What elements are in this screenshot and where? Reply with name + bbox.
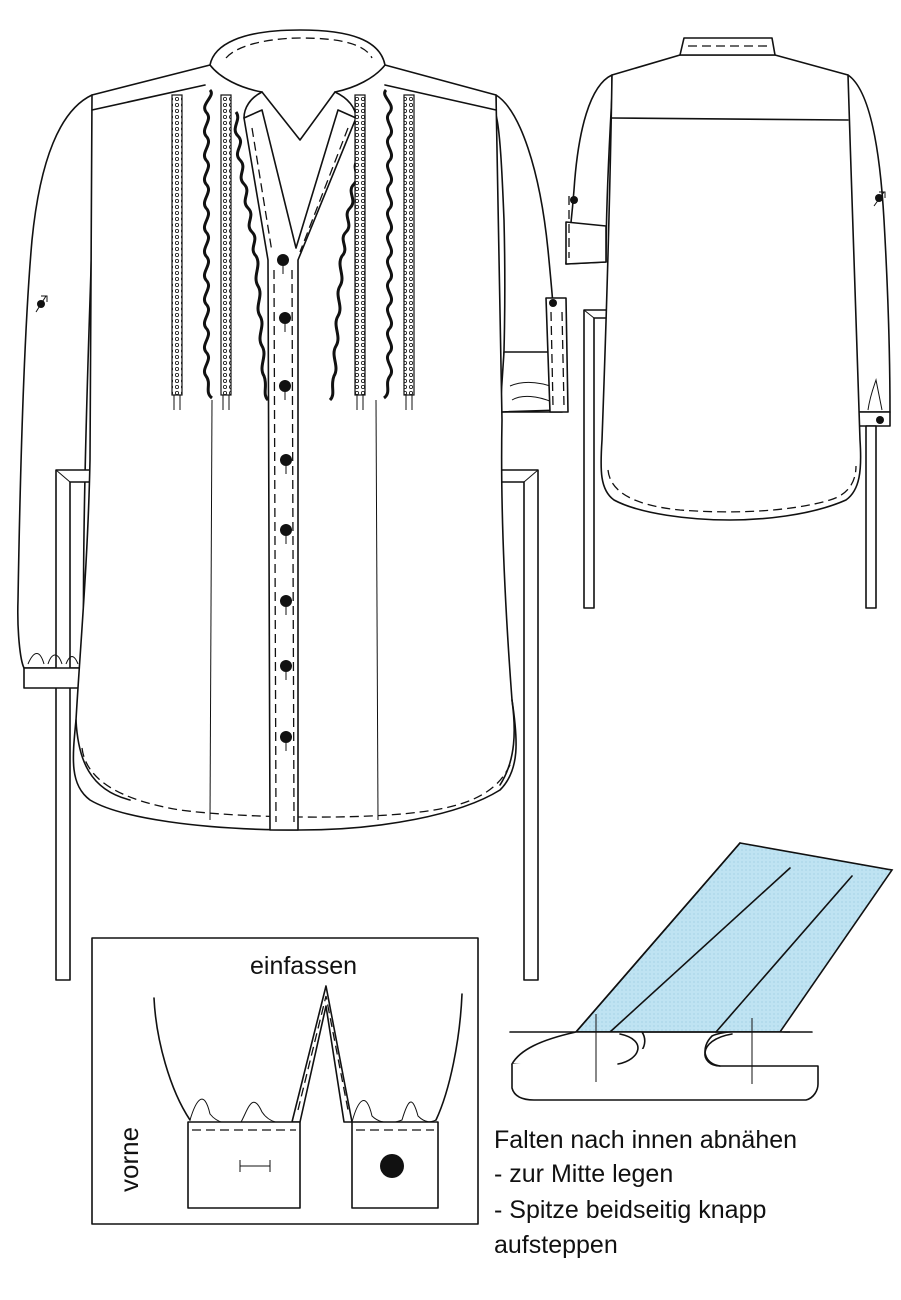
left-inner-ruffle — [233, 111, 270, 402]
cuff-left — [187, 1121, 301, 1209]
back-collar — [679, 37, 776, 56]
back-view — [565, 37, 891, 609]
button — [280, 454, 292, 466]
front-label: vorne — [114, 1127, 144, 1192]
front-view — [17, 29, 569, 981]
instruction-line-3: - Spitze beidseitig knapp — [494, 1196, 766, 1224]
button — [280, 595, 292, 607]
buttonhole-marker — [239, 1160, 271, 1172]
pleat-fabric — [511, 1031, 819, 1101]
lace-strip-4 — [403, 94, 415, 396]
front-placket — [243, 109, 357, 831]
back-left-rolled-cuff — [565, 221, 607, 265]
bind-label: einfassen — [250, 952, 357, 980]
pleat-detail — [509, 842, 894, 1101]
instruction-line-4: aufsteppen — [494, 1231, 618, 1259]
lace-strip-3 — [354, 94, 366, 396]
back-right-tab — [865, 425, 877, 609]
instruction-line-2: - zur Mitte legen — [494, 1160, 673, 1188]
cuff-button — [380, 1154, 404, 1178]
back-right-cuff — [857, 411, 891, 427]
button — [280, 731, 292, 743]
front-right-sleeve-strip — [545, 297, 569, 413]
left-ruffle — [203, 88, 214, 400]
button — [280, 524, 292, 536]
instruction-line-1: Falten nach innen abnähen — [494, 1126, 797, 1154]
lace-strip-1 — [171, 94, 183, 396]
lace-strip-2 — [220, 94, 232, 396]
front-left-cuff — [23, 667, 85, 689]
pleat-lace-band — [574, 842, 894, 1033]
cuff-detail-box: einfassen vorne — [91, 937, 479, 1225]
button — [277, 254, 289, 266]
instructions: Falten nach innen abnähen - zur Mitte le… — [494, 1126, 797, 1259]
front-buttons — [277, 254, 292, 751]
cuff-opening-binding — [291, 985, 353, 1123]
button — [280, 660, 292, 672]
right-ruffle — [382, 88, 393, 400]
front-collar — [209, 29, 386, 141]
back-body — [600, 54, 862, 521]
button — [279, 380, 291, 392]
button — [279, 312, 291, 324]
